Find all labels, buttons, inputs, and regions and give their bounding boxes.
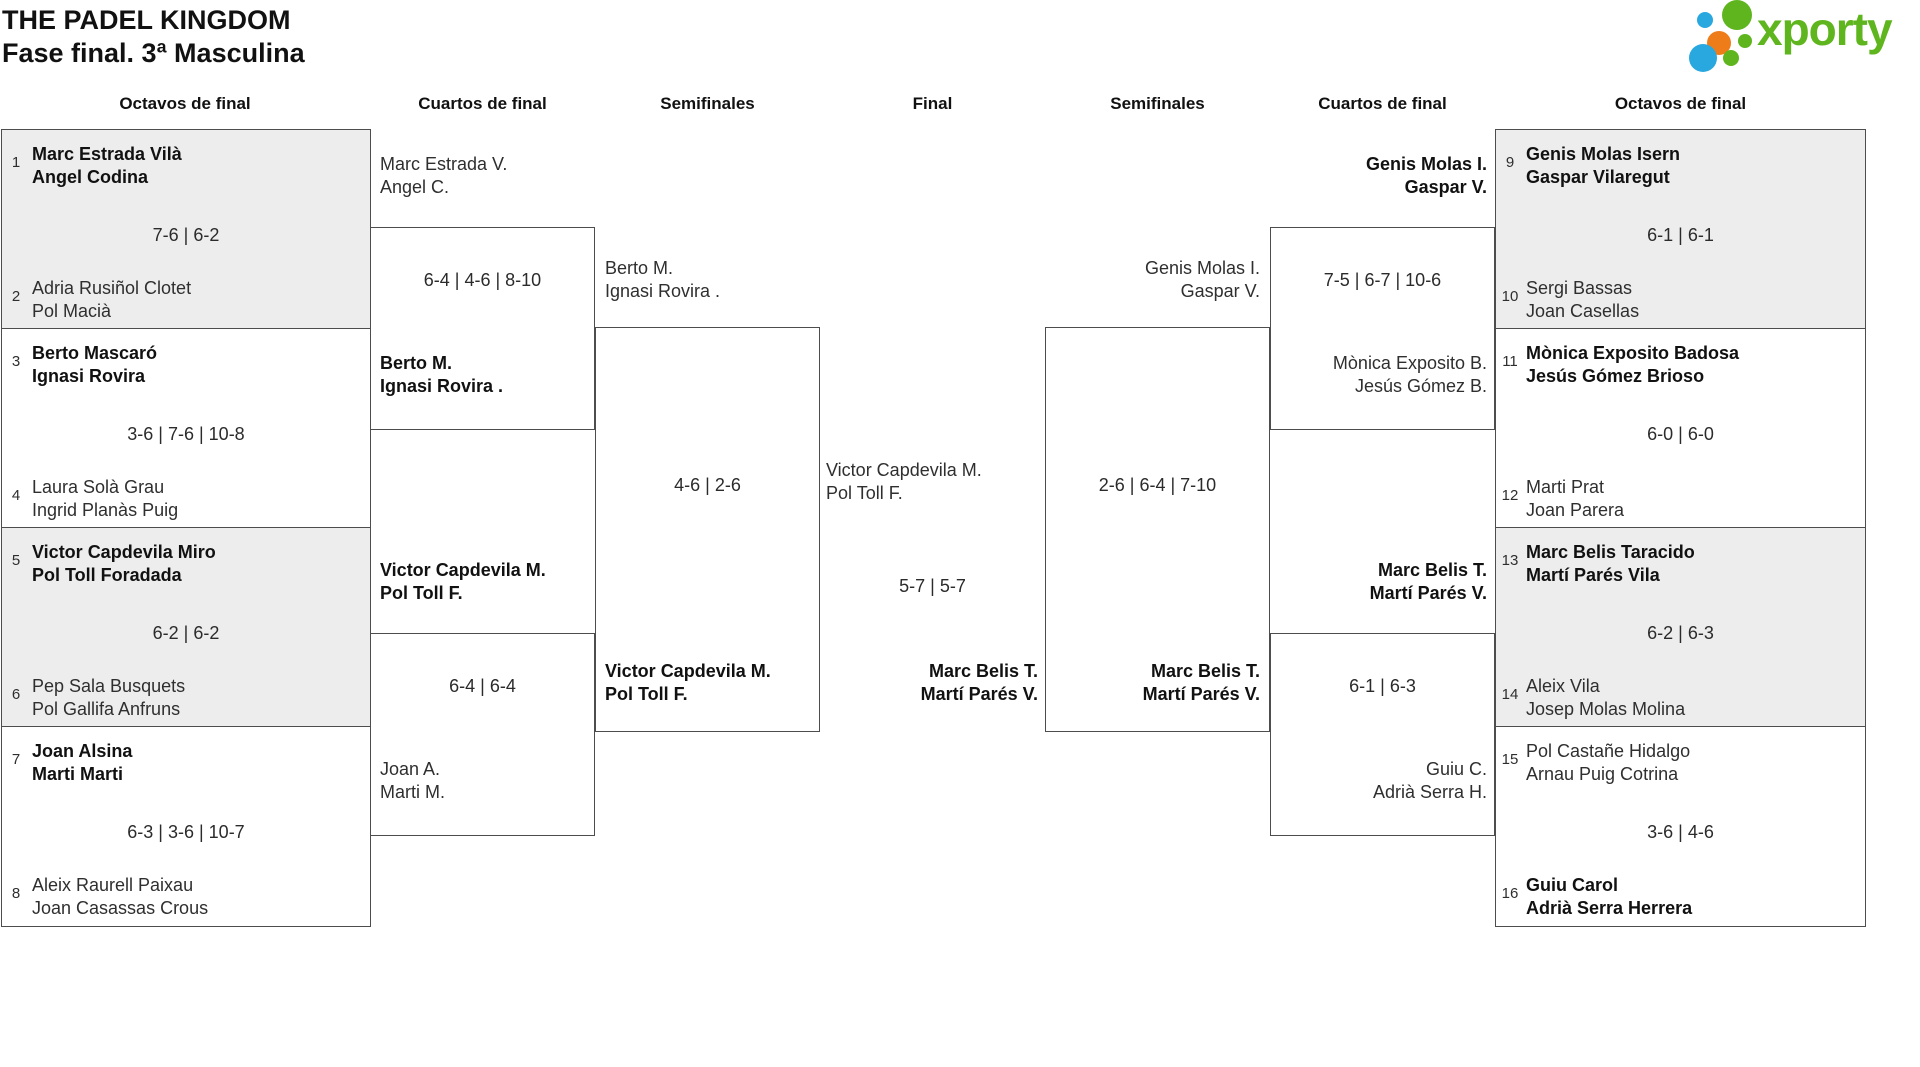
seed-number: 11 [1502, 353, 1518, 370]
round-header-cuartos-right: Cuartos de final [1318, 94, 1447, 113]
seed-number: 3 [11, 353, 21, 370]
qf-left-box-2 [370, 633, 595, 836]
match-score: 6-2 | 6-2 [152, 623, 220, 643]
match-score: 6-4 | 4-6 | 8-10 [423, 270, 542, 290]
match-score: 6-0 | 6-0 [1647, 424, 1714, 444]
match-score: 3-6 | 4-6 [1647, 822, 1714, 842]
seed-number: 16 [1501, 885, 1519, 902]
seed-number: 15 [1501, 751, 1519, 768]
round-header-final: Final [912, 94, 953, 113]
seed-number: 9 [1505, 154, 1515, 171]
logo-dot-icon [1723, 50, 1739, 66]
team-pair: Genis Molas I.Gaspar V. [1365, 154, 1487, 197]
seed-number: 14 [1501, 686, 1519, 703]
seed-number: 13 [1501, 552, 1519, 569]
team-pair: Joan A.Marti M. [380, 759, 445, 802]
match-score: 6-1 | 6-3 [1349, 676, 1416, 696]
round-header-semis-left: Semifinales [660, 94, 755, 113]
match-score: 6-4 | 6-4 [449, 676, 516, 696]
logo-dot-icon [1722, 0, 1752, 30]
page-title: THE PADEL KINGDOM Fase final. 3ª Masculi… [2, 4, 305, 70]
seed-number: 12 [1501, 487, 1519, 504]
team-pair: Victor Capdevila M.Pol Toll F. [605, 661, 771, 704]
team-pair: Victor Capdevila M.Pol Toll F. [826, 460, 982, 503]
round-header-cuartos-left: Cuartos de final [418, 94, 547, 113]
match-score: 6-3 | 3-6 | 10-7 [127, 822, 245, 842]
team-pair: Marc Estrada V.Angel C. [380, 154, 508, 197]
match-score: 3-6 | 7-6 | 10-8 [127, 424, 245, 444]
qf-right-box-1 [1270, 227, 1495, 430]
team-pair: Genis Molas I.Gaspar V. [1144, 258, 1260, 301]
qf-right-box-2 [1270, 633, 1495, 836]
seed-number: 4 [11, 487, 21, 504]
phase-category: Fase final. 3ª Masculina [2, 38, 305, 68]
round-header-semis-right: Semifinales [1110, 94, 1205, 113]
sf-left-box [595, 327, 820, 732]
xporty-logo: xporty [1685, 0, 1920, 92]
match-score: 7-5 | 6-7 | 10-6 [1323, 270, 1442, 290]
champion-team-pair: Marc Belis T.Martí Parés V. [920, 661, 1038, 704]
seed-number: 6 [11, 686, 21, 703]
team-pair: Guiu C.Adrià Serra H. [1372, 759, 1487, 802]
seed-number: 2 [11, 288, 21, 305]
team-pair: Berto M.Ignasi Rovira . [605, 258, 721, 301]
logo-dot-icon [1697, 12, 1713, 28]
logo-dot-icon [1689, 44, 1717, 72]
seed-number: 1 [11, 154, 21, 171]
seed-number: 5 [11, 552, 21, 569]
tournament-name: THE PADEL KINGDOM [2, 5, 291, 35]
match-score: 7-6 | 6-2 [152, 225, 220, 245]
seed-number: 8 [11, 885, 21, 902]
final-score: 5-7 | 5-7 [899, 576, 966, 596]
logo-wordmark: xporty [1757, 3, 1893, 55]
round-header-octavos-left: Octavos de final [119, 94, 251, 113]
seed-number: 10 [1501, 288, 1519, 305]
team-pair: Victor Capdevila M.Pol Toll F. [380, 560, 546, 603]
sf-right-box [1045, 327, 1270, 732]
team-pair: Marc Belis T.Martí Parés V. [1142, 661, 1260, 704]
qf-left-box-1 [370, 227, 595, 430]
match-score: 2-6 | 6-4 | 7-10 [1098, 475, 1217, 495]
match-score: 6-1 | 6-1 [1647, 225, 1714, 245]
seed-number: 7 [11, 751, 21, 768]
match-score: 4-6 | 2-6 [674, 475, 741, 495]
round-header-octavos-right: Octavos de final [1614, 94, 1747, 113]
team-pair: Berto M.Ignasi Rovira . [380, 353, 504, 396]
logo-dot-icon [1738, 34, 1752, 48]
team-pair: Marc Belis T.Martí Parés V. [1369, 560, 1487, 603]
team-pair: Mònica Exposito B.Jesús Gómez B. [1332, 353, 1487, 396]
match-score: 6-2 | 6-3 [1647, 623, 1714, 643]
